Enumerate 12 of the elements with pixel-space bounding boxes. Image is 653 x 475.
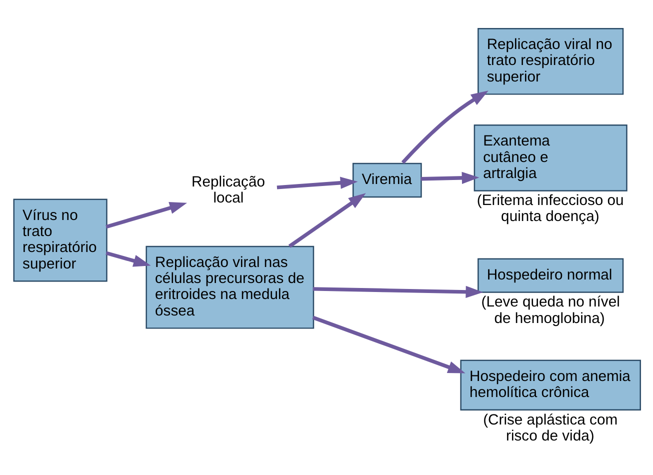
node-label: (Crise aplástica com risco de vida) [483,412,618,444]
arrow [312,316,466,374]
arrow [106,202,188,229]
node-label: (Leve queda no nível de hemoglobina) [481,294,620,327]
arrow [401,90,488,164]
node-label: (Eritema infeccioso ou quinta doença) [476,193,624,226]
arrow [106,251,151,267]
node-text: Replicação local [192,174,265,207]
arrow [276,176,358,190]
arrow [288,193,366,248]
arrow [312,286,484,298]
arrow [420,172,480,184]
